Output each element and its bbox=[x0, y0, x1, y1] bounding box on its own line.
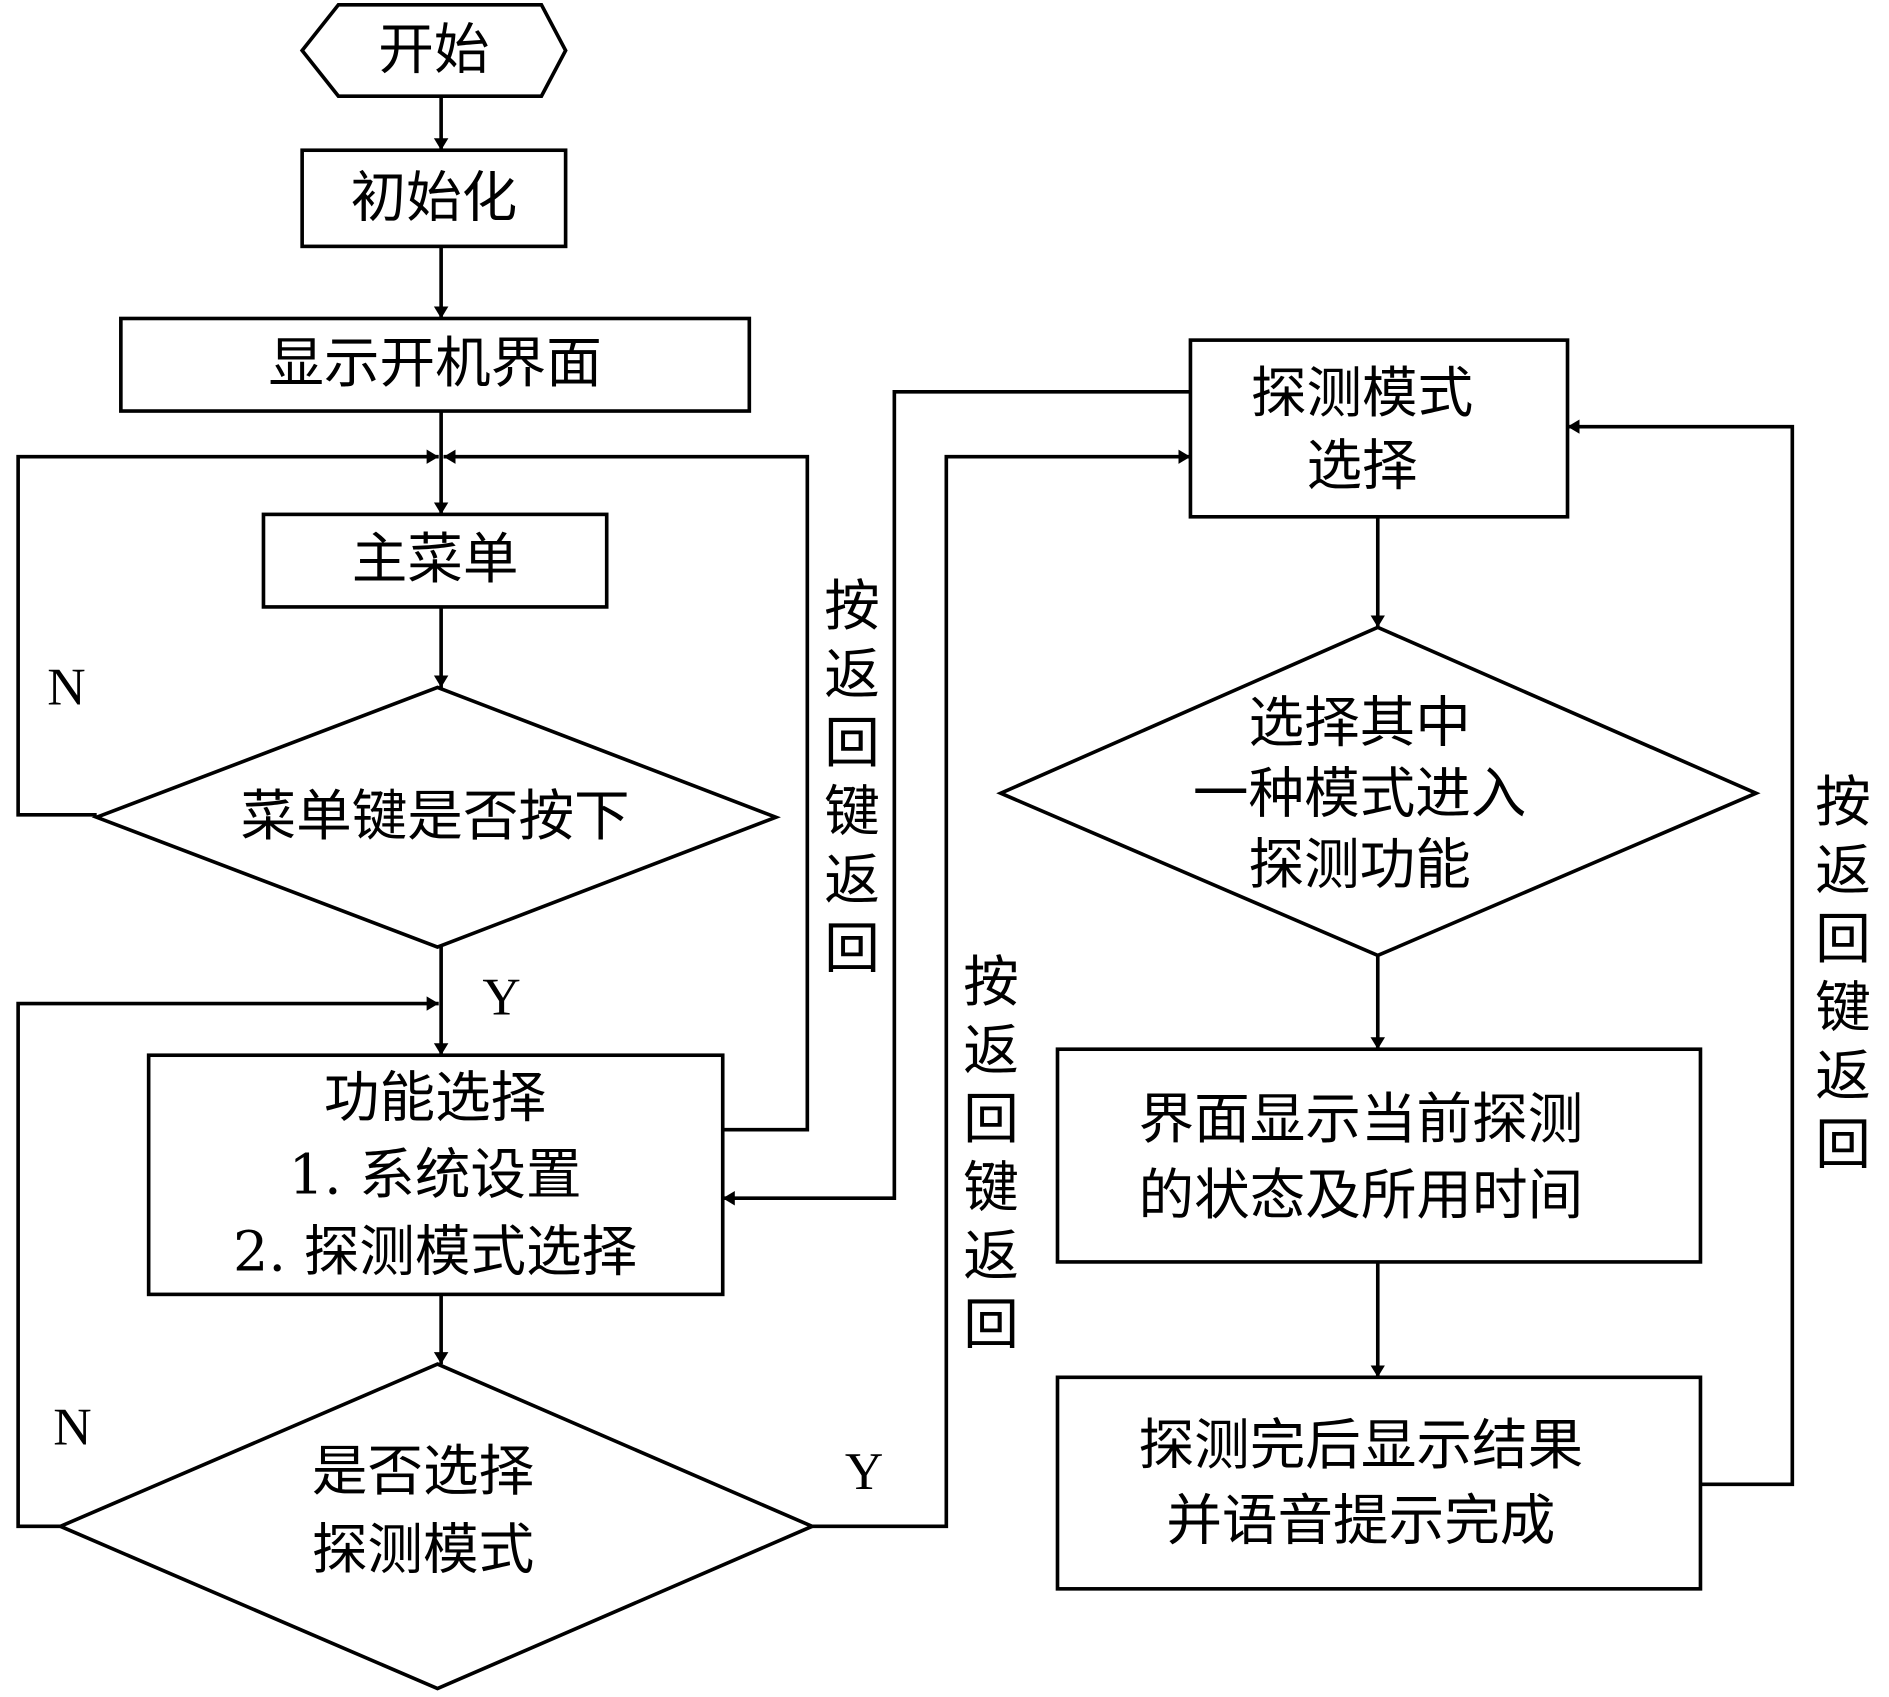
mode-decision-line-2: 探测模式 bbox=[312, 1518, 534, 1582]
back-label-2: 按 返 回 键 返 回 bbox=[963, 951, 1019, 1357]
loop-result-back bbox=[1567, 419, 1795, 1487]
result-display-node: 探测完后显示结果 并语音提示完成 bbox=[1055, 1375, 1703, 1591]
menu-no-label: N bbox=[47, 659, 85, 717]
main-menu-node: 主菜单 bbox=[261, 512, 609, 609]
function-select-line-1: 功能选择 bbox=[324, 1067, 546, 1131]
back-label-2-char: 回 bbox=[963, 1088, 1019, 1152]
back-label-1-char: 返 bbox=[824, 644, 880, 708]
back-label-3-char: 回 bbox=[1815, 1113, 1871, 1177]
enter-mode-decision-line-2: 一种模式进入 bbox=[1193, 763, 1526, 827]
back-label-2-char: 按 bbox=[963, 951, 1019, 1015]
function-select-line-3: 2. 探测模式选择 bbox=[233, 1220, 637, 1284]
back-label-3-char: 回 bbox=[1815, 908, 1871, 972]
back-label-1-char: 回 bbox=[824, 712, 880, 776]
result-display-line-1: 探测完后显示结果 bbox=[1139, 1414, 1584, 1478]
function-select-line-2: 1. 系统设置 bbox=[289, 1143, 582, 1207]
main-menu-label: 主菜单 bbox=[352, 528, 519, 592]
arrow-mode-yes bbox=[812, 449, 1191, 1529]
mode-decision-line-1: 是否选择 bbox=[312, 1440, 534, 1504]
back-label-1-char: 按 bbox=[824, 575, 880, 639]
start-label: 开始 bbox=[378, 19, 489, 83]
init-node: 初始化 bbox=[300, 148, 568, 249]
back-label-2-char: 键 bbox=[963, 1157, 1019, 1221]
back-label-2-char: 回 bbox=[963, 1294, 1019, 1358]
loop-menu-no bbox=[16, 449, 439, 817]
back-label-1-char: 返 bbox=[824, 849, 880, 913]
back-label-1-char: 键 bbox=[824, 781, 880, 845]
back-label-3-char: 返 bbox=[1815, 839, 1871, 903]
mode-decision: 是否选择 探测模式 bbox=[55, 1362, 817, 1691]
back-label-1: 按 返 回 键 返 回 bbox=[824, 575, 880, 981]
mode-yes-label: Y bbox=[845, 1443, 883, 1501]
back-label-3-char: 按 bbox=[1815, 771, 1871, 835]
detect-mode-select-line-2: 选择 bbox=[1306, 434, 1417, 498]
loop-mode-no bbox=[16, 996, 439, 1529]
enter-mode-decision: 选择其中 一种模式进入 探测功能 bbox=[996, 625, 1761, 958]
loop-function-back bbox=[443, 449, 810, 1132]
back-label-1-char: 回 bbox=[824, 918, 880, 982]
back-label-3-char: 返 bbox=[1815, 1045, 1871, 1109]
boot-screen-label: 显示开机界面 bbox=[268, 332, 601, 396]
menu-key-decision-label: 菜单键是否按下 bbox=[241, 785, 630, 849]
result-display-line-2: 并语音提示完成 bbox=[1166, 1490, 1555, 1554]
detect-mode-select-node: 探测模式 选择 bbox=[1188, 338, 1570, 519]
boot-screen-node: 显示开机界面 bbox=[119, 316, 752, 413]
start-node: 开始 bbox=[299, 3, 568, 98]
back-label-2-char: 返 bbox=[963, 1225, 1019, 1289]
detect-mode-select-line-1: 探测模式 bbox=[1251, 362, 1473, 426]
enter-mode-decision-line-1: 选择其中 bbox=[1248, 692, 1470, 756]
back-label-3-char: 键 bbox=[1815, 976, 1871, 1040]
back-label-3: 按 返 回 键 返 回 bbox=[1815, 771, 1871, 1177]
status-display-line-1: 界面显示当前探测 bbox=[1139, 1088, 1584, 1152]
menu-key-decision: 菜单键是否按下 bbox=[91, 685, 781, 949]
back-label-2-char: 返 bbox=[963, 1020, 1019, 1084]
enter-mode-decision-line-3: 探测功能 bbox=[1248, 833, 1470, 897]
mode-no-label: N bbox=[53, 1399, 91, 1457]
menu-yes-label: Y bbox=[482, 969, 520, 1027]
init-label: 初始化 bbox=[351, 166, 518, 230]
arrow-detect-back bbox=[722, 389, 1191, 1206]
status-display-node: 界面显示当前探测 的状态及所用时间 bbox=[1055, 1047, 1703, 1264]
function-select-node: 功能选择 1. 系统设置 2. 探测模式选择 bbox=[146, 1053, 725, 1297]
status-display-line-2: 的状态及所用时间 bbox=[1139, 1164, 1584, 1228]
